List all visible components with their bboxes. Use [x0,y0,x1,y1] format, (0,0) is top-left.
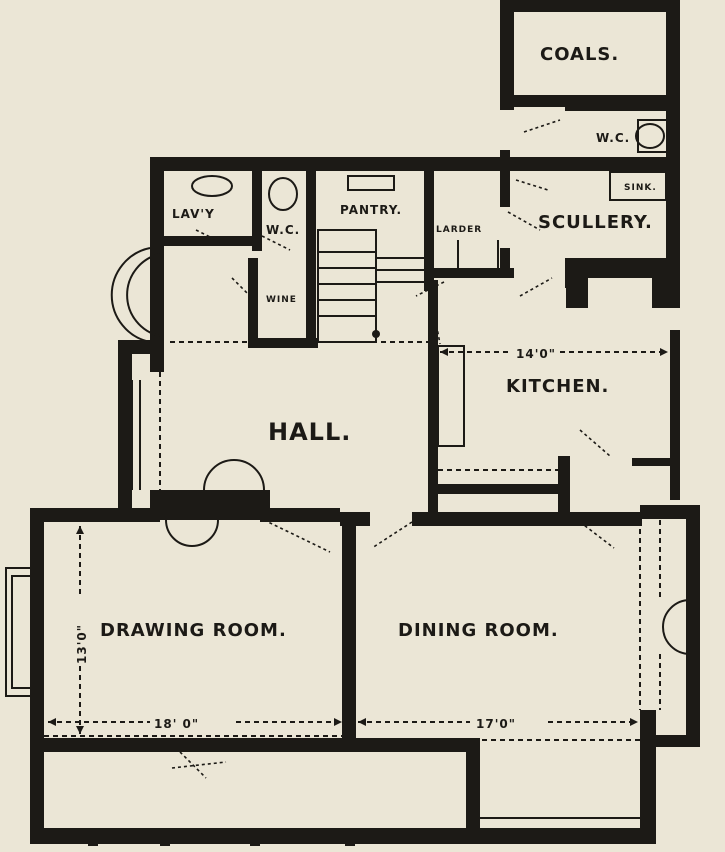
label-sink: SINK. [624,183,657,193]
interior-walls [150,150,680,748]
coals-block-walls [500,0,680,165]
label-lavatory: LAV'Y [172,207,215,221]
label-larder: LARDER [436,225,482,235]
label-wine: WINE [266,295,297,305]
label-kitchen: KITCHEN. [506,376,609,397]
dim-dining-width: 17'0" [476,717,516,731]
fixtures [110,119,691,819]
dashed-openings [44,341,661,741]
label-drawing-room: DRAWING ROOM. [100,620,287,641]
label-coals: COALS. [540,44,619,65]
dimension-lines [48,348,668,734]
door-swings [171,119,615,779]
dim-kitchen-width: 14'0" [516,347,556,361]
label-dining-room: DINING ROOM. [398,620,559,641]
label-wc-lower: W.C. [266,223,300,237]
label-pantry: PANTRY. [340,203,402,217]
label-hall: HALL. [268,418,351,446]
dim-drawing-depth: 13'0" [75,624,89,664]
dim-drawing-width: 18' 0" [154,717,199,731]
label-scullery: SCULLERY. [538,212,653,233]
label-wc-upper: W.C. [596,131,630,145]
